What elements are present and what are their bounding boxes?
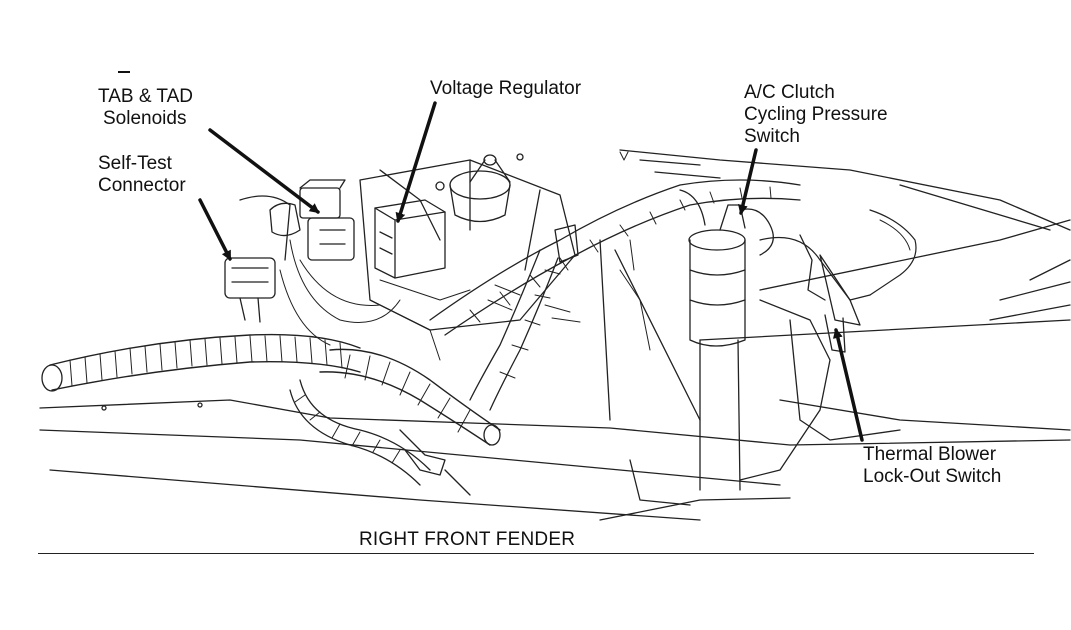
figure-caption: RIGHT FRONT FENDER — [359, 529, 576, 550]
tab-tad-line-1: TAB & TAD — [98, 86, 194, 107]
ac-clutch-switch-label: A/C Clutch Cycling Pressure Switch — [744, 82, 888, 148]
self-test-line-2: Connector — [98, 175, 186, 196]
thermal-blower-pointer — [832, 328, 864, 442]
harness-ribs — [69, 335, 343, 387]
voltage-regulator-pointer — [395, 101, 437, 223]
self-test-pointer — [198, 198, 232, 261]
thermal-blower-switch-label: Thermal Blower Lock-Out Switch — [863, 444, 1001, 488]
self-test-connector-label: Self-Test Connector — [98, 153, 186, 197]
ac-clutch-line-2: Cycling Pressure — [744, 104, 888, 125]
tab-tad-line-2: Solenoids — [103, 108, 187, 129]
thermal-blower-line-2: Lock-Out Switch — [863, 466, 1002, 487]
ac-clutch-pointer — [737, 148, 758, 215]
tab-tad-pointer — [208, 128, 320, 214]
self-test-line-1: Self-Test — [98, 153, 172, 174]
ac-clutch-line-3: Switch — [744, 126, 800, 147]
ac-clutch-line-1: A/C Clutch — [744, 82, 835, 103]
thermal-blower-line-1: Thermal Blower — [863, 444, 997, 465]
fender-edge-line — [39, 399, 1071, 446]
voltage-regulator-label: Voltage Regulator — [430, 78, 582, 99]
caption-divider — [38, 553, 1034, 554]
tab-tad-solenoids-label: TAB & TAD Solenoids — [98, 86, 193, 130]
